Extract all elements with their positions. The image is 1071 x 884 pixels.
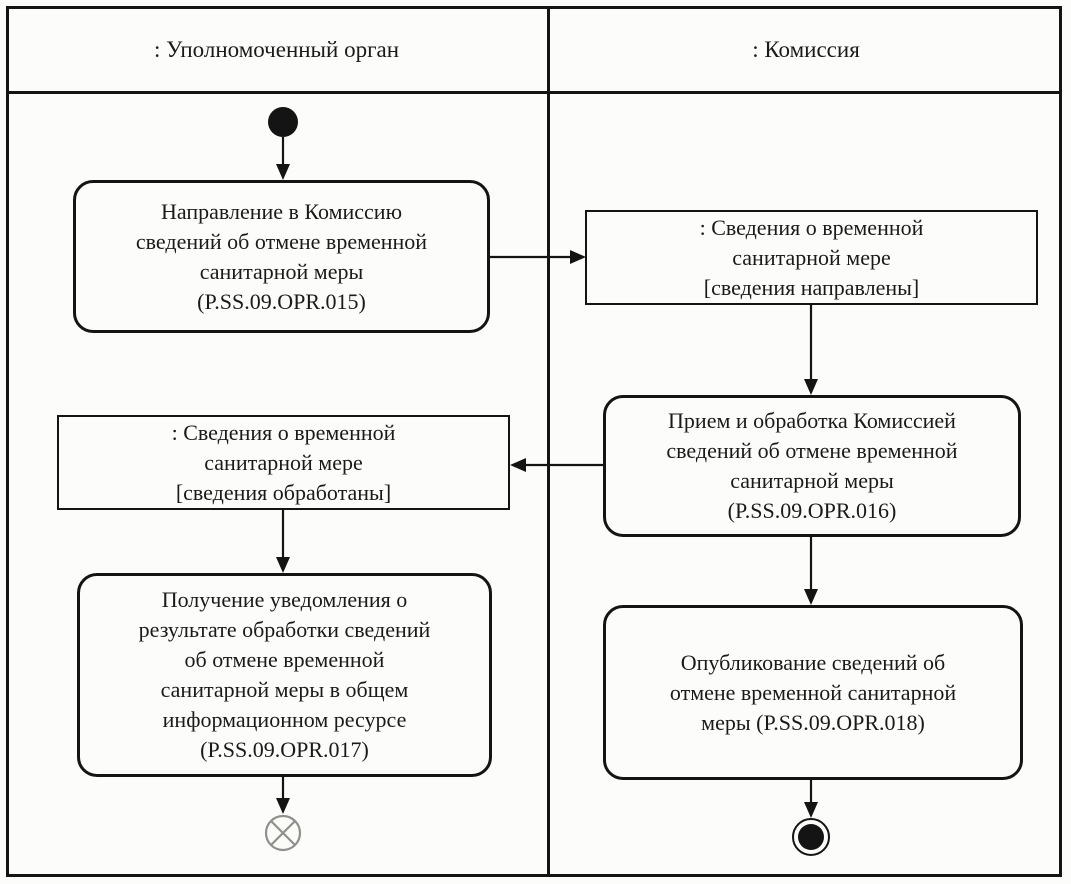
action-node-label: Направление в Комиссию сведений об отмен… — [135, 198, 428, 314]
action-node-label: Получение уведомления о результате обраб… — [138, 587, 431, 762]
edge-opr016-to-object-processed — [510, 458, 603, 472]
action-node-label: Опубликование сведений об отмене временн… — [669, 649, 957, 735]
object-node-info-sent: : Сведения о временной санитарной мере [… — [585, 210, 1038, 305]
initial-node-icon — [268, 107, 298, 137]
diagram-outer-border — [6, 6, 1062, 877]
lane-title-commission: : Комиссия — [550, 9, 1062, 91]
edge-opr016-to-opr018 — [804, 537, 818, 605]
edge-initial-to-opr015 — [276, 137, 290, 180]
activity-final-node-icon — [792, 818, 830, 856]
action-node-opr-017: Получение уведомления о результате обраб… — [77, 573, 492, 777]
flow-final-node-icon — [264, 814, 302, 852]
lane-title-authorized-body: : Уполномоченный орган — [6, 9, 547, 91]
action-node-opr-015: Направление в Комиссию сведений об отмен… — [73, 180, 490, 333]
lane-divider — [547, 6, 550, 877]
edge-object-processed-to-opr017 — [276, 510, 290, 573]
edge-object-sent-to-opr016 — [804, 305, 818, 395]
edge-opr018-to-activity-final — [804, 780, 818, 818]
edge-opr015-to-object-sent — [490, 250, 586, 264]
action-node-opr-016: Прием и обработка Комиссией сведений об … — [603, 395, 1021, 537]
lane-title-label: : Комиссия — [752, 37, 860, 62]
object-node-info-processed: : Сведения о временной санитарной мере [… — [57, 415, 510, 510]
object-node-label: : Сведения о временной санитарной мере [… — [699, 214, 924, 300]
lane-title-label: : Уполномоченный орган — [153, 37, 400, 62]
action-node-opr-018: Опубликование сведений об отмене временн… — [603, 605, 1023, 780]
edge-opr017-to-flow-final — [276, 777, 290, 814]
action-node-label: Прием и обработка Комиссией сведений об … — [666, 408, 958, 523]
object-node-label: : Сведения о временной санитарной мере [… — [171, 419, 396, 505]
lane-header-separator — [6, 91, 1062, 94]
